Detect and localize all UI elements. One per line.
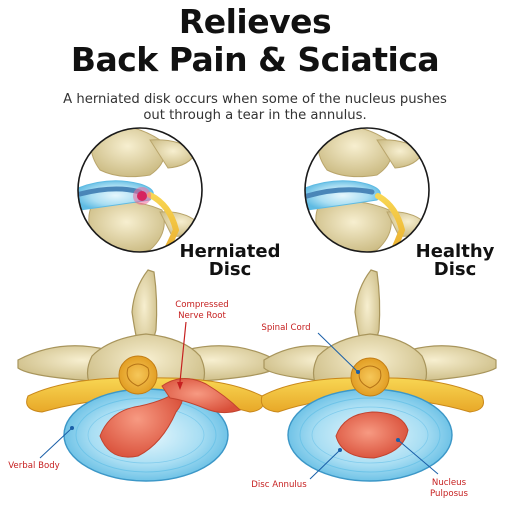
- leader-lines: [39, 321, 439, 480]
- caption-healthy: Healthy Disc: [414, 243, 496, 279]
- caption-healthy-line-2: Disc: [433, 259, 477, 280]
- label-spinal-cord: Spinal Cord: [261, 323, 310, 333]
- caption-herniated: Herniated Disc: [178, 243, 282, 279]
- healthy-vertebra: [260, 269, 497, 482]
- caption-herniated-line-1: Herniated: [179, 241, 281, 262]
- caption-healthy-line-1: Healthy: [415, 241, 495, 262]
- subtitle: A herniated disk occurs when some of the…: [20, 92, 490, 124]
- label-compressed-line-1: Compressed: [175, 300, 228, 310]
- caption-herniated-line-2: Disc: [208, 259, 252, 280]
- label-nucleus-line-1: Nucleus: [432, 478, 467, 488]
- herniated-vertebra: [17, 269, 277, 482]
- subtitle-line-1: A herniated disk occurs when some of the…: [63, 92, 447, 107]
- title-line-1: Relieves: [178, 2, 332, 41]
- healthy-closeup-circle: [304, 127, 430, 253]
- subtitle-line-2: out through a tear in the annulus.: [143, 108, 367, 123]
- label-nucleus-line-2: Pulposus: [430, 489, 469, 499]
- title-line-2: Back Pain & Sciatica: [70, 40, 440, 79]
- label-compressed-line-2: Nerve Root: [178, 311, 226, 321]
- label-disc-annulus: Disc Annulus: [251, 480, 307, 490]
- label-verbal-body: Verbal Body: [8, 461, 60, 471]
